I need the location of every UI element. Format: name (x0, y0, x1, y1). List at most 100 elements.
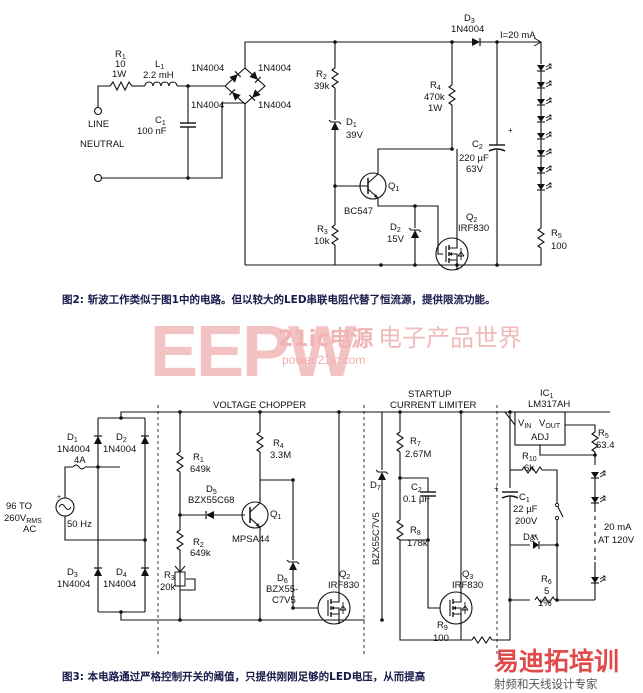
c1-label: C1 (155, 115, 166, 127)
d3-value-f3: 1N4004 (57, 579, 90, 590)
q1-label-f3: Q1 (270, 509, 281, 521)
r7-value-f3: 2.67M (405, 449, 431, 460)
src-polarity: + (57, 494, 61, 501)
figure-3: + (4, 388, 635, 683)
q1-part: BC547 (344, 206, 373, 217)
neutral-label: NEUTRAL (80, 139, 124, 150)
c2-value: 220 µF (459, 153, 489, 164)
d4-value-f3: 1N4004 (103, 579, 136, 590)
d6-value1-f3: BZX55- (266, 584, 298, 595)
c1-voltage-f3: 200V (515, 516, 538, 527)
r1-value-f3: 649k (190, 464, 211, 475)
c1-polarity-f3: + (494, 484, 499, 493)
ic1-part: LM317AH (528, 399, 570, 410)
fig2-caption: 图2: 斩波工作类似于图1中的电路。但以较大的LED串联电阻代替了恒流源，提供限… (62, 293, 496, 306)
q2-part: IRF830 (458, 223, 489, 234)
r4-label-f3: R4 (273, 438, 284, 450)
line-label: LINE (88, 119, 109, 130)
r2-value-f3: 649k (190, 548, 211, 559)
section-startup: STARTUP (408, 389, 451, 400)
q1-part-f3: MPSA44 (232, 534, 270, 545)
fuse-label: 4A (74, 455, 86, 466)
ic1-lm317 (514, 411, 566, 446)
src-v2-label: 260VRMS (4, 513, 42, 525)
d2-value: 15V (387, 234, 405, 245)
d7-label-f3: D7 (370, 480, 381, 492)
eepw-logo: EEPW (150, 312, 356, 392)
d1-label-f3: D1 (67, 432, 78, 444)
c1-value: 100 nF (137, 126, 167, 137)
q3-part-f3: IRF830 (452, 580, 483, 591)
d2-label: D2 (390, 222, 401, 234)
out-current-label: 20 mA (604, 522, 632, 533)
r8-label-f3: R8 (410, 525, 421, 537)
section-voltage-chopper: VOLTAGE CHOPPER (213, 400, 306, 411)
c2-label: C2 (472, 139, 483, 151)
d6-value2-f3: C7V5 (272, 595, 296, 606)
d4-label-f3: D4 (116, 567, 127, 579)
r9-value-f3: 100 (433, 633, 449, 644)
d6-label-f3: D6 (277, 573, 288, 585)
q1-label: Q1 (388, 181, 399, 193)
eepw-watermark: EEPW 21ic电源 电子产品世界 power.21ic.com (150, 312, 522, 392)
logo-main-text: 易迪拓培训 (494, 647, 619, 676)
ic1-vout: VOUT (539, 418, 561, 430)
r10-label-f3: R10 (522, 451, 537, 463)
d1-label: D1 (346, 117, 357, 129)
r7-label-f3: R7 (410, 436, 421, 448)
d7-value-f3: BZX55C7V5 (371, 512, 382, 565)
r4-value-f3: 3.3M (270, 450, 291, 461)
src-freq-label: 50 Hz (67, 519, 92, 530)
q2-label-f3: Q2 (339, 569, 350, 581)
d5-label-f3: D5 (206, 484, 217, 496)
bridge-d-label-3: 1N4004 (191, 100, 224, 111)
l1-label: L1 (155, 59, 164, 71)
logo-sub-text: 射频和天线设计专家 (494, 677, 598, 691)
r10-value-f3: 6k (524, 463, 534, 474)
c1-label-f3: C1 (519, 492, 530, 504)
bridge-d-label-2: 1N4004 (258, 63, 291, 74)
ic1-adj: ADJ (531, 432, 549, 443)
r5-label: R5 (551, 228, 562, 240)
watermark-url: power.21ic.com (282, 353, 365, 367)
r5-value-f3: 63.4 (596, 440, 615, 451)
figure-2: R1 10 1W L1 2.2 mH LINE NEUTRAL C1 100 n… (62, 13, 567, 306)
r4-value: 470k (424, 92, 445, 103)
c2-polarity: + (508, 126, 513, 135)
q2-part-f3: IRF830 (328, 580, 359, 591)
d2-value-f3: 1N4004 (103, 444, 136, 455)
r3-label: R3 (317, 224, 328, 236)
r1-label: R1 (115, 49, 126, 61)
ic1-label: IC1 (540, 388, 554, 400)
r1-power: 1W (112, 69, 126, 80)
r4-label: R4 (430, 80, 441, 92)
c2-voltage: 63V (466, 164, 484, 175)
c2-value-f3: 0.1 µF (403, 494, 430, 505)
fig3-caption: 图3: 本电路通过严格控制开关的阈值，只提供刚刚足够的LED电压，从而提高 (62, 670, 426, 683)
r6-tol-f3: 1% (538, 598, 552, 609)
r3-value: 10k (314, 236, 330, 247)
r2-label: R2 (316, 69, 327, 81)
edatop-logo: 易迪拓培训 射频和天线设计专家 (494, 647, 619, 691)
r1-value: 10 (115, 59, 126, 70)
r1-resistor (109, 80, 133, 92)
q3-label-f3: Q3 (462, 569, 473, 581)
d8-label-f3: D8 (523, 532, 534, 544)
src-ac-label: AC (23, 524, 36, 535)
d3-label: D3 (464, 13, 475, 25)
watermark-21ic: 21ic电源 (278, 327, 373, 352)
d2-label-f3: D2 (116, 432, 127, 444)
l1-inductor (144, 81, 178, 87)
q2-label: Q2 (466, 212, 477, 224)
led-string-fig2 (536, 42, 552, 228)
current-label: I=20 mA (500, 30, 536, 41)
led-string-fig3 (590, 470, 606, 600)
d3-label-f3: D3 (67, 567, 78, 579)
d5-value-f3: BZX55C68 (188, 495, 234, 506)
d1-value-f3: 1N4004 (57, 444, 90, 455)
r3-value-f3: 20k (160, 582, 176, 593)
l1-value: 2.2 mH (143, 70, 174, 81)
d3-value: 1N4004 (451, 24, 484, 35)
r5-label-f3: R5 (598, 428, 609, 440)
